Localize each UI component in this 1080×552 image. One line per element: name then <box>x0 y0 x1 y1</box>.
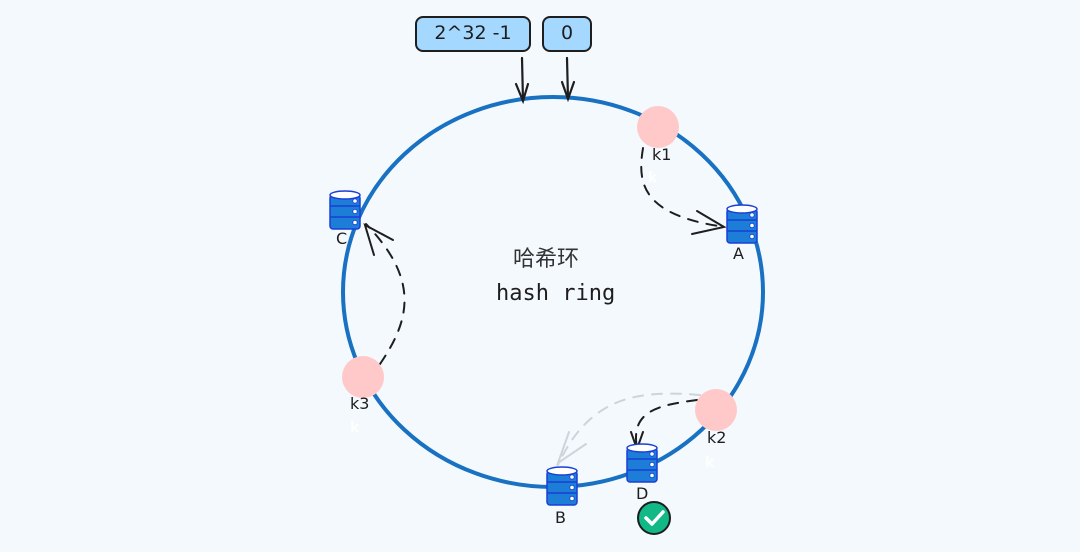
zero-hash-label: 0 <box>542 16 592 52</box>
k2-to-b-faded-arrow <box>556 392 701 466</box>
key-node-k1[interactable] <box>637 106 679 148</box>
key-label-k2: k2 <box>707 428 727 447</box>
database-icon-b[interactable] <box>546 466 578 506</box>
key-node-k2[interactable] <box>695 389 737 431</box>
max-pointer-arrow <box>514 56 530 105</box>
key-sublabel-k1: k <box>648 170 658 186</box>
ring-title-chinese: 哈希环 <box>513 247 580 272</box>
server-label-a: A <box>733 244 744 263</box>
check-badge-icon <box>637 501 671 535</box>
max-hash-label: 2^32 -1 <box>415 16 531 52</box>
server-label-c: C <box>336 229 348 248</box>
zero-pointer-arrow <box>560 56 576 103</box>
k3-to-c-arrow <box>363 222 406 365</box>
ring-title-english: hash ring <box>496 281 616 306</box>
key-label-k1: k1 <box>652 145 672 164</box>
database-icon-a[interactable] <box>726 204 758 244</box>
server-label-d: D <box>636 484 649 503</box>
server-label-b: B <box>555 508 566 527</box>
k1-to-a-arrow <box>640 147 727 235</box>
key-sublabel-k2: k <box>705 455 715 471</box>
key-node-k3[interactable] <box>342 356 384 398</box>
key-label-k3: k3 <box>350 394 370 413</box>
key-sublabel-k3: k <box>350 420 360 436</box>
database-icon-c[interactable] <box>329 190 361 230</box>
database-icon-d[interactable] <box>626 443 658 483</box>
